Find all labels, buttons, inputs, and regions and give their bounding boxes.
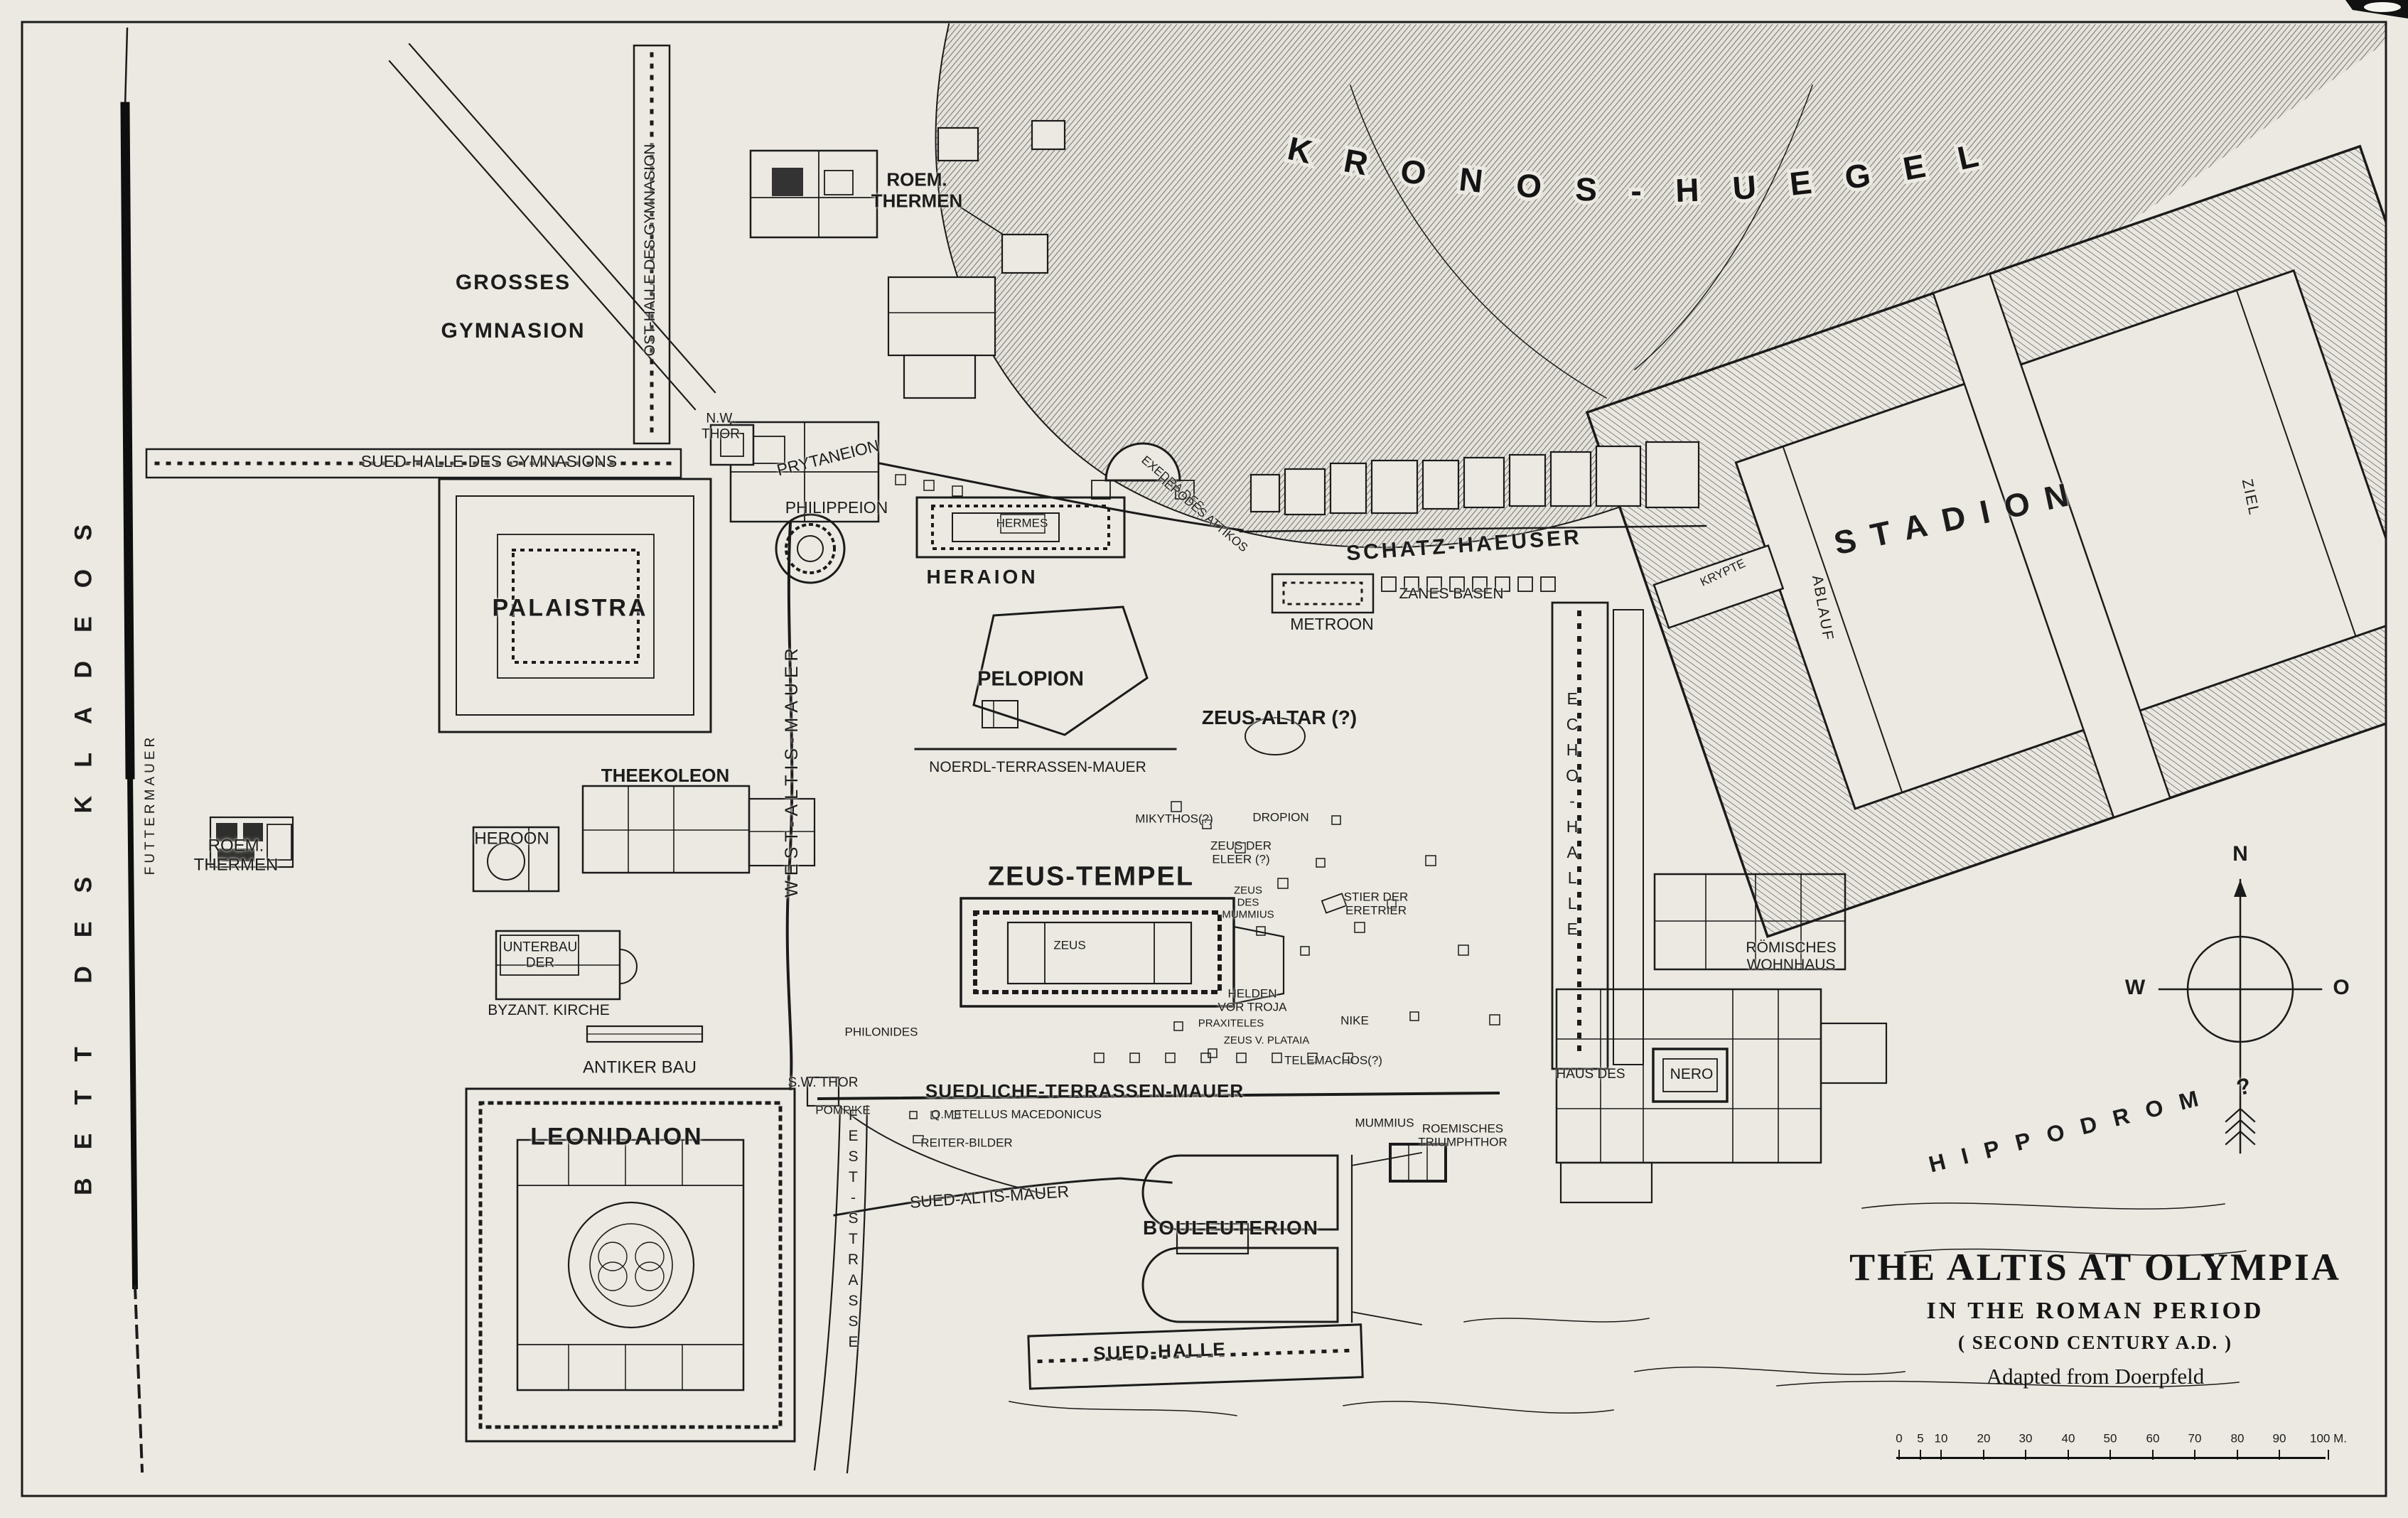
- bouleuterion-outline: [1141, 1151, 1423, 1326]
- triumphal-arch-outline: [1389, 1143, 1447, 1183]
- compass-east-label: O: [2333, 976, 2350, 999]
- echo-hall-outline: [1551, 601, 1644, 1070]
- theekoleon-outline: [581, 785, 816, 874]
- scale-tick-mark: [2025, 1450, 2026, 1460]
- antiker-bau-outline: [586, 1025, 704, 1043]
- leonidaion-outline: [465, 1087, 796, 1443]
- compass-west-label: W: [2124, 976, 2146, 999]
- terrain-contours: [1009, 1202, 2247, 1416]
- zeus-temple-outline: [960, 897, 1285, 1008]
- stadion-outline: [1585, 144, 2385, 939]
- scale-bar-line: [1896, 1457, 2326, 1459]
- map-frame: [21, 21, 2387, 1497]
- byzantine-church-outline: [495, 930, 638, 1001]
- scale-tick-mark: [1940, 1450, 1942, 1460]
- heroon-outline: [472, 826, 560, 893]
- south-terrace-wall: [806, 1076, 1500, 1107]
- map-subtitle: IN THE ROMAN PERIOD: [1926, 1298, 2264, 1324]
- scale-tick-mark: [2068, 1450, 2069, 1460]
- compass-north-label: N: [2232, 842, 2248, 866]
- map-credit: Adapted from Doerpfeld: [1986, 1364, 2205, 1389]
- prytaneion-outline: [709, 421, 880, 523]
- scale-tick-mark: [2194, 1450, 2195, 1460]
- map-title: THE ALTIS AT OLYMPIA: [1849, 1246, 2341, 1288]
- scale-tick-mark: [2237, 1450, 2238, 1460]
- west-altis-wall: [785, 521, 794, 1091]
- treasuries-row: [1239, 441, 1707, 533]
- scale-tick-mark: [2279, 1450, 2280, 1460]
- pelopion-outline: [914, 605, 1177, 750]
- palaistra-outline: [438, 478, 712, 733]
- nero-house-outline: [1555, 988, 1888, 1204]
- south-altis-wall: [833, 1177, 1173, 1217]
- scale-tick-mark: [1983, 1450, 1984, 1460]
- zanes-bases: [1381, 576, 1556, 592]
- kladeos-bed: [120, 27, 144, 1473]
- compass-rose: [2158, 878, 2323, 1154]
- north-terrace-wall: [878, 462, 1244, 532]
- title-block: THE ALTIS AT OLYMPIA IN THE ROMAN PERIOD…: [1817, 1245, 2374, 1389]
- terrace-bases: [895, 474, 963, 497]
- scale-tick-mark: [2152, 1450, 2154, 1460]
- roman-dwelling-outline: [1653, 873, 1847, 971]
- scale-tick-mark: [1898, 1450, 1900, 1460]
- scale-tick-mark: [2328, 1450, 2329, 1460]
- metroon-outline: [1271, 573, 1375, 614]
- statue-bases: [909, 801, 1500, 1143]
- roman-baths-north: [749, 119, 1066, 399]
- philippeion-outline: [775, 513, 846, 584]
- roman-baths-west: [209, 816, 294, 868]
- heraion-outline: [915, 496, 1126, 559]
- scan-artifact: [2345, 0, 2408, 18]
- exedra-outline: [1091, 442, 1195, 500]
- gymnasion-halls: [145, 43, 716, 479]
- zeus-altar-outline: [1245, 717, 1306, 755]
- scale-tick-mark: [2109, 1450, 2111, 1460]
- sued-halle-outline: [1027, 1323, 1364, 1390]
- scale-tick-mark: [1920, 1450, 1921, 1460]
- map-period-note: ( SECOND CENTURY A.D. ): [1957, 1332, 2233, 1353]
